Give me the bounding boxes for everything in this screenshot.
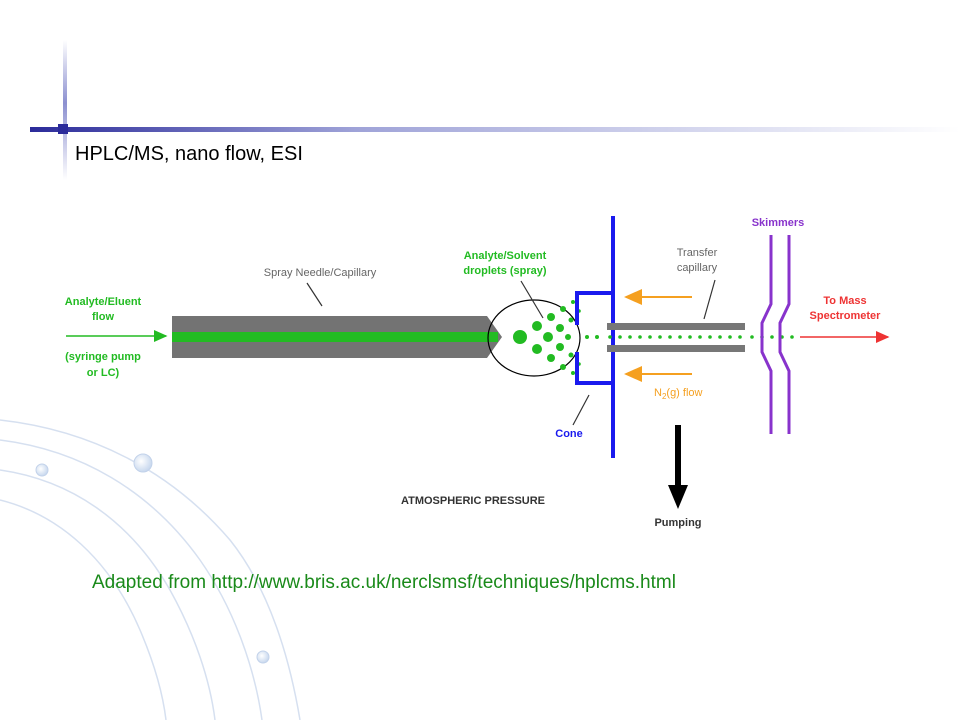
cone-leader — [572, 394, 590, 426]
pumping-arrow-shaft — [675, 425, 681, 487]
skimmers — [760, 235, 791, 434]
n2-suffix: (g) flow — [666, 387, 702, 399]
slide-title: HPLC/MS, nano flow, ESI — [75, 143, 303, 165]
transfer-capillary-top — [607, 323, 745, 330]
label-droplets-line2: droplets (spray) — [463, 265, 546, 277]
label-droplets-line1: Analyte/Solvent — [464, 250, 547, 262]
orb-large — [133, 453, 153, 473]
needle-flow-channel — [172, 332, 498, 342]
label-syringe-line2: or LC) — [87, 367, 120, 379]
ion-stream — [585, 335, 794, 339]
n2-subscript: 2 — [662, 392, 667, 401]
accent-square — [58, 124, 68, 134]
spray-droplets — [513, 300, 581, 375]
label-mass-line1: To Mass — [823, 295, 866, 307]
transfer-capillary-bottom — [607, 345, 745, 352]
pumping-arrow-head — [668, 485, 688, 509]
label-cone: Cone — [555, 428, 583, 440]
label-skimmers: Skimmers — [752, 217, 805, 229]
label-eluent-line1: Analyte/Eluent — [65, 296, 142, 308]
accent-bar-horizontal — [30, 127, 960, 132]
spray-region — [487, 299, 581, 377]
label-mass-line2: Spectrometer — [810, 310, 882, 322]
swoosh-lines — [0, 419, 301, 720]
label-n2-flow: N2(g) flow — [654, 387, 703, 401]
orb-bottom — [256, 650, 270, 664]
label-transfer-line2: capillary — [677, 262, 718, 274]
droplets-leader — [520, 280, 544, 319]
label-needle: Spray Needle/Capillary — [264, 267, 377, 279]
label-syringe-line1: (syringe pump — [65, 351, 141, 363]
needle-leader — [306, 282, 323, 307]
cone — [575, 216, 615, 458]
accent-bar-vertical — [63, 40, 67, 180]
label-transfer-line1: Transfer — [677, 247, 718, 259]
label-atmospheric: ATMOSPHERIC PRESSURE — [401, 495, 545, 507]
label-eluent-line2: flow — [92, 311, 114, 323]
n2-prefix: N — [654, 387, 662, 399]
source-caption: Adapted from http://www.bris.ac.uk/nercl… — [92, 572, 676, 593]
label-pumping: Pumping — [654, 517, 701, 529]
transfer-leader — [703, 279, 716, 320]
orb-small — [35, 463, 49, 477]
